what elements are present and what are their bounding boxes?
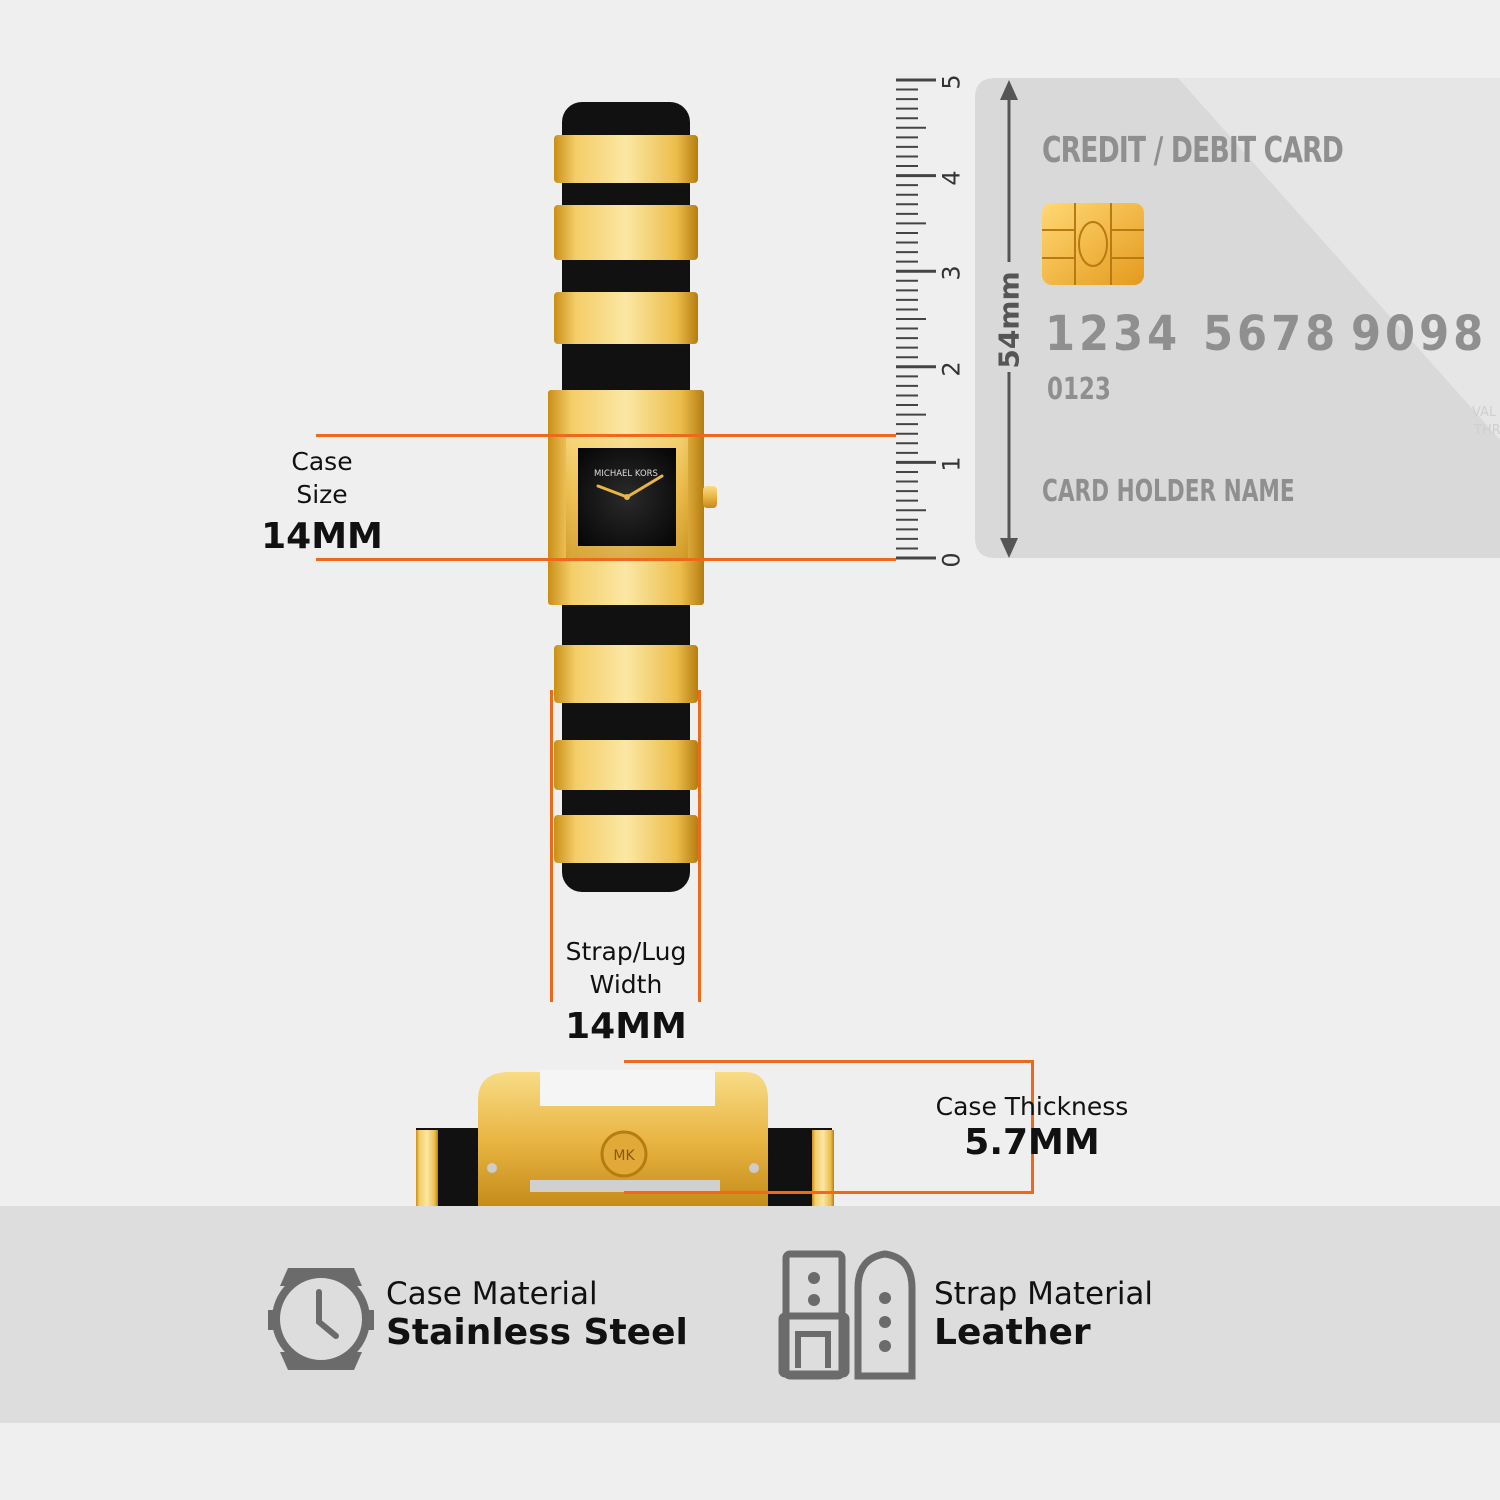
card-valid-thru-2: THR	[1474, 423, 1500, 438]
watch-dial	[578, 448, 676, 546]
ruler-number: 3	[937, 265, 966, 281]
watch-side-view	[416, 1070, 834, 1208]
ruler-number: 0	[937, 552, 966, 568]
card-number-group-1: 1234	[1045, 306, 1182, 362]
card-length-label-wrap: 54mm	[992, 265, 1026, 375]
credit-card	[975, 78, 1500, 558]
strap-width-guide-left	[550, 690, 553, 1002]
watch-case-icon	[268, 1268, 374, 1370]
ruler-ticks	[896, 78, 936, 560]
ruler-number: 4	[937, 169, 966, 186]
strap-width-label: Strap/Lug Width 14MM	[526, 935, 726, 1047]
strap-width-label-line2: Width	[589, 970, 663, 999]
strap-width-value: 14MM	[565, 1006, 687, 1047]
case-thickness-guide	[624, 1060, 1034, 1194]
ruler-number: 1	[937, 456, 966, 473]
card-title: CREDIT / DEBIT CARD	[1042, 130, 1344, 171]
specs-band: Case Material Stainless Steel Strap Mate…	[0, 1206, 1500, 1423]
ruler-number: 5	[937, 74, 966, 90]
case-material-value: Stainless Steel	[386, 1312, 688, 1353]
case-thickness-label-text: Case Thickness	[935, 1092, 1129, 1121]
card-sub-number: 0123	[1047, 372, 1111, 407]
strap-material-title: Strap Material	[934, 1276, 1154, 1312]
card-number-group-3: 9098	[1351, 306, 1488, 362]
crown-logo-text: MK	[613, 1148, 635, 1164]
card-chip-icon	[1042, 203, 1144, 285]
strap-width-label-line1: Strap/Lug	[565, 937, 687, 966]
case-thickness-label: Case Thickness 5.7MM	[912, 1090, 1152, 1163]
case-size-label-line2: Size	[296, 480, 348, 509]
leather-strap-icon	[778, 1250, 916, 1380]
spec-case-material: Case Material Stainless Steel	[386, 1276, 688, 1354]
card-number-group-2: 5678	[1203, 306, 1340, 362]
dial-brand-text: MICHAEL KORS	[594, 469, 658, 479]
strap-width-guide-right	[698, 690, 701, 1002]
ruler	[896, 75, 936, 562]
watch-illustration: MICHAEL KORS	[316, 75, 1500, 1208]
case-material-title: Case Material	[386, 1276, 598, 1312]
spec-strap-material: Strap Material Leather	[934, 1276, 1153, 1354]
case-size-guide-bottom	[316, 558, 896, 561]
lower-strap-links	[554, 645, 698, 863]
case-thickness-value: 5.7MM	[964, 1122, 1100, 1163]
case-size-label: Case Size 14MM	[222, 445, 422, 557]
upper-strap-links	[554, 135, 698, 344]
card-valid-thru-1: VAL	[1472, 405, 1497, 420]
case-size-value: 14MM	[261, 516, 383, 557]
case-size-guide-top	[316, 434, 896, 437]
ruler-number: 2	[937, 361, 966, 377]
case-size-label-line1: Case	[291, 447, 353, 476]
card-holder-name: CARD HOLDER NAME	[1042, 474, 1295, 509]
strap-material-value: Leather	[934, 1312, 1091, 1353]
card-length-label: 54mm	[992, 271, 1026, 369]
